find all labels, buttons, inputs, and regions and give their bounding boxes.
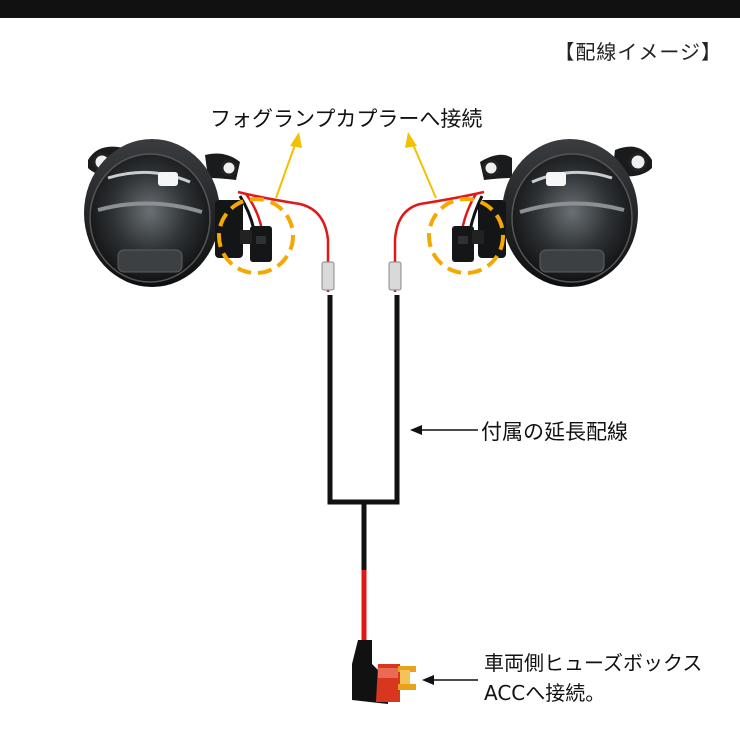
fog-lamp-right <box>478 139 652 287</box>
coupler-left <box>237 190 335 292</box>
coupler-connection-label: フォグランプカプラーへ接続 <box>210 107 483 131</box>
extension-wire-label: 付属の延長配線 <box>481 420 628 444</box>
fuse-box-label: 車両側ヒューズボックス ACCへ接続。 <box>484 648 702 708</box>
diagram-title: 【配線イメージ】 <box>554 40 722 64</box>
extension-harness <box>327 295 400 640</box>
coupler-pointer-arrows <box>275 132 437 199</box>
extension-pointer-arrow <box>410 425 478 435</box>
coupler-right <box>388 190 485 292</box>
fuse-tap <box>352 640 416 704</box>
fog-lamp-left <box>84 139 243 287</box>
highlight-circle-left <box>217 197 295 275</box>
fuse-pointer-arrow <box>422 675 478 685</box>
highlight-circle-right <box>427 197 505 275</box>
fuse-box-label-line2: ACCへ接続。 <box>484 681 606 705</box>
fuse-box-label-line1: 車両側ヒューズボックス <box>484 651 703 675</box>
top-bar <box>0 0 740 18</box>
